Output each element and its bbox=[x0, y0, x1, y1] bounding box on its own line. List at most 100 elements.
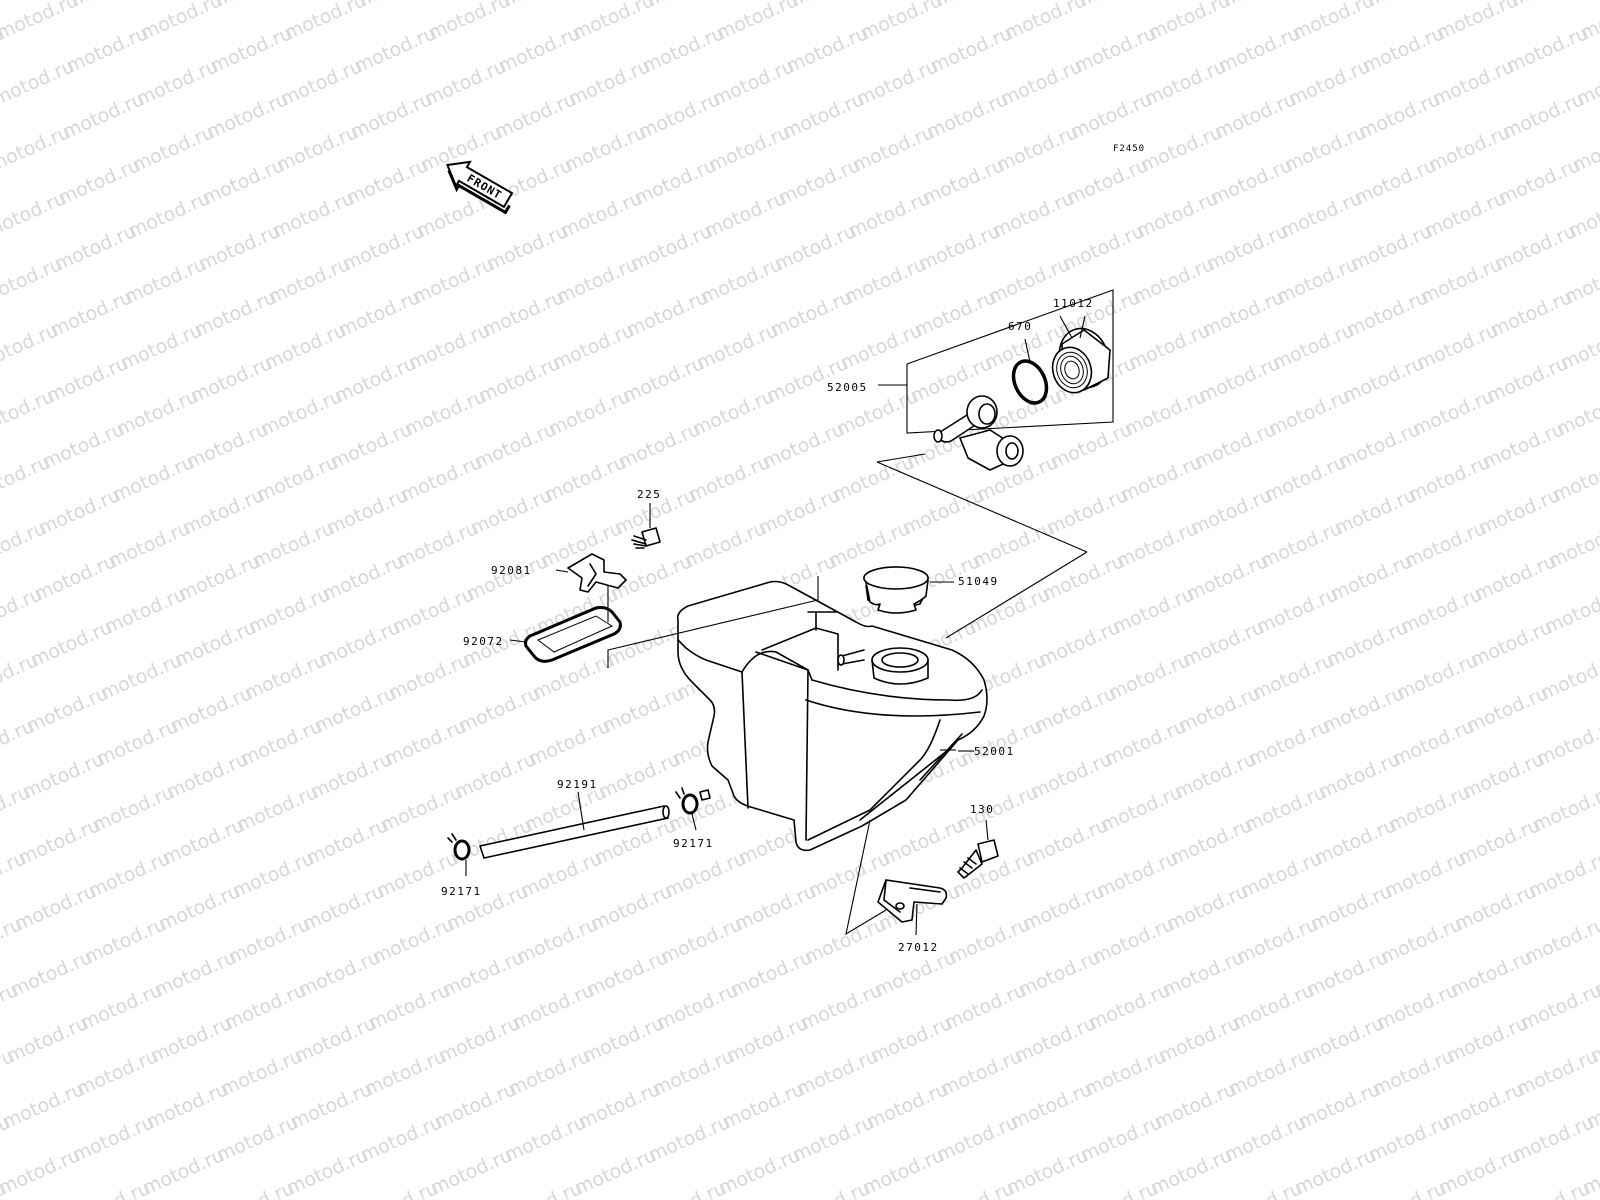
watermark-text: motod.ru bbox=[67, 0, 156, 12]
watermark-text: motod.ru bbox=[863, 1078, 952, 1134]
watermark-text: motod.ru bbox=[0, 1078, 88, 1134]
watermark-text: motod.ru bbox=[1249, 649, 1338, 705]
watermark-text: motod.ru bbox=[631, 154, 720, 210]
watermark-text: motod.ru bbox=[859, 1144, 948, 1200]
watermark-text: motod.ru bbox=[0, 0, 82, 45]
watermark-text: motod.ru bbox=[501, 1111, 590, 1167]
watermark-text: motod.ru bbox=[269, 187, 358, 243]
watermark-text: motod.ru bbox=[1245, 715, 1334, 771]
watermark-text: motod.ru bbox=[81, 913, 170, 969]
watermark-text: motod.ru bbox=[1439, 1078, 1528, 1134]
watermark-text: motod.ru bbox=[23, 682, 112, 738]
watermark-text: motod.ru bbox=[783, 22, 872, 78]
clamp-92171-left bbox=[447, 833, 471, 876]
watermark-text: motod.ru bbox=[509, 979, 598, 1035]
watermark-text: motod.ru bbox=[1163, 880, 1252, 936]
watermark-text: motod.ru bbox=[1289, 0, 1378, 45]
watermark-text: motod.ru bbox=[911, 286, 1000, 342]
watermark-text: motod.ru bbox=[1097, 781, 1186, 837]
watermark-text: motod.ru bbox=[713, 0, 802, 45]
watermark-text: motod.ru bbox=[1533, 715, 1600, 771]
watermark-text: motod.ru bbox=[137, 0, 226, 45]
watermark-text: motod.ru bbox=[203, 88, 292, 144]
watermark-text: motod.ru bbox=[1113, 517, 1202, 573]
watermark-text: motod.ru bbox=[595, 748, 684, 804]
watermark-text: motod.ru bbox=[587, 880, 676, 936]
watermark-text: motod.ru bbox=[1121, 385, 1210, 441]
watermark-text: motod.ru bbox=[1089, 913, 1178, 969]
watermark-text: motod.ru bbox=[229, 847, 318, 903]
watermark-text: motod.ru bbox=[1545, 517, 1600, 573]
watermark-text: motod.ru bbox=[1019, 880, 1108, 936]
watermark-text: motod.ru bbox=[311, 682, 400, 738]
watermark-text: motod.ru bbox=[1007, 1078, 1096, 1134]
watermark-text: motod.ru bbox=[1151, 1078, 1240, 1134]
watermark-text: motod.ru bbox=[565, 55, 654, 111]
watermark-text: motod.ru bbox=[727, 946, 816, 1002]
watermark-text: motod.ru bbox=[513, 913, 602, 969]
watermark-text: motod.ru bbox=[759, 418, 848, 474]
watermark-text: motod.ru bbox=[1147, 1144, 1236, 1200]
watermark-text: motod.ru bbox=[1043, 484, 1132, 540]
watermark-text: motod.ru bbox=[1105, 649, 1194, 705]
watermark-text: motod.ru bbox=[109, 451, 198, 507]
watermark-text: motod.ru bbox=[1215, 22, 1304, 78]
watermark-text: motod.ru bbox=[499, 0, 588, 12]
watermark-text: motod.ru bbox=[1335, 418, 1424, 474]
watermark-text: motod.ru bbox=[1027, 748, 1116, 804]
watermark-text: motod.ru bbox=[273, 121, 362, 177]
watermark-text: motod.ru bbox=[1145, 0, 1234, 45]
watermark-text: motod.ru bbox=[421, 55, 510, 111]
watermark-text: motod.ru bbox=[1495, 154, 1584, 210]
watermark-text: motod.ru bbox=[1483, 352, 1572, 408]
watermark-text: motod.ru bbox=[0, 0, 12, 12]
watermark-text: motod.ru bbox=[1023, 814, 1112, 870]
watermark-text: motod.ru bbox=[1159, 946, 1248, 1002]
watermark-text: motod.ru bbox=[303, 814, 392, 870]
watermark-text: motod.ru bbox=[1011, 1012, 1100, 1068]
watermark-text: motod.ru bbox=[1487, 286, 1576, 342]
part-label-130: 130 bbox=[970, 803, 994, 816]
watermark-text: motod.ru bbox=[933, 1111, 1022, 1167]
watermark-text: motod.ru bbox=[323, 484, 412, 540]
watermark-text: motod.ru bbox=[253, 451, 342, 507]
watermark-text: motod.ru bbox=[801, 913, 890, 969]
watermark-text: motod.ru bbox=[93, 715, 182, 771]
watermark-text: motod.ru bbox=[1339, 352, 1428, 408]
watermark-text: motod.ru bbox=[1435, 1144, 1524, 1200]
watermark-text: motod.ru bbox=[715, 1144, 804, 1200]
watermark-text: motod.ru bbox=[993, 121, 1082, 177]
watermark-text: motod.ru bbox=[63, 22, 152, 78]
watermark-text: motod.ru bbox=[643, 0, 732, 12]
watermark-text: motod.ru bbox=[1093, 847, 1182, 903]
watermark-text: motod.ru bbox=[1365, 1111, 1454, 1167]
watermark-text: motod.ru bbox=[1553, 385, 1600, 441]
part-label-52001: 52001 bbox=[974, 745, 1015, 758]
watermark-text: motod.ru bbox=[1195, 352, 1284, 408]
watermark-text: motod.ru bbox=[579, 1012, 668, 1068]
gasket-92072 bbox=[509, 606, 622, 663]
watermark-text: motod.ru bbox=[385, 649, 474, 705]
watermark-text: motod.ru bbox=[287, 1078, 376, 1134]
watermark-text: motod.ru bbox=[529, 649, 618, 705]
watermark-text: motod.ru bbox=[1047, 418, 1136, 474]
watermark-text: motod.ru bbox=[257, 385, 346, 441]
watermark-text: motod.ru bbox=[147, 1012, 236, 1068]
watermark-text: motod.ru bbox=[653, 979, 742, 1035]
watermark-text: motod.ru bbox=[1397, 583, 1486, 639]
watermark-text: motod.ru bbox=[1257, 517, 1346, 573]
watermark-text: motod.ru bbox=[85, 847, 174, 903]
watermark-text: motod.ru bbox=[51, 220, 140, 276]
watermark-text: motod.ru bbox=[377, 781, 466, 837]
watermark-text: motod.ru bbox=[1001, 0, 1090, 45]
watermark-text: motod.ru bbox=[661, 847, 750, 903]
watermark-text: motod.ru bbox=[1327, 550, 1416, 606]
watermark-text: motod.ru bbox=[1413, 319, 1502, 375]
watermark-text: motod.ru bbox=[179, 484, 268, 540]
watermark-text: motod.ru bbox=[431, 1078, 520, 1134]
watermark-text: motod.ru bbox=[1291, 1144, 1380, 1200]
watermark-text: motod.ru bbox=[1331, 484, 1420, 540]
watermark-text: motod.ru bbox=[557, 187, 646, 243]
watermark-text: motod.ru bbox=[77, 979, 166, 1035]
watermark-text: motod.ru bbox=[455, 682, 544, 738]
